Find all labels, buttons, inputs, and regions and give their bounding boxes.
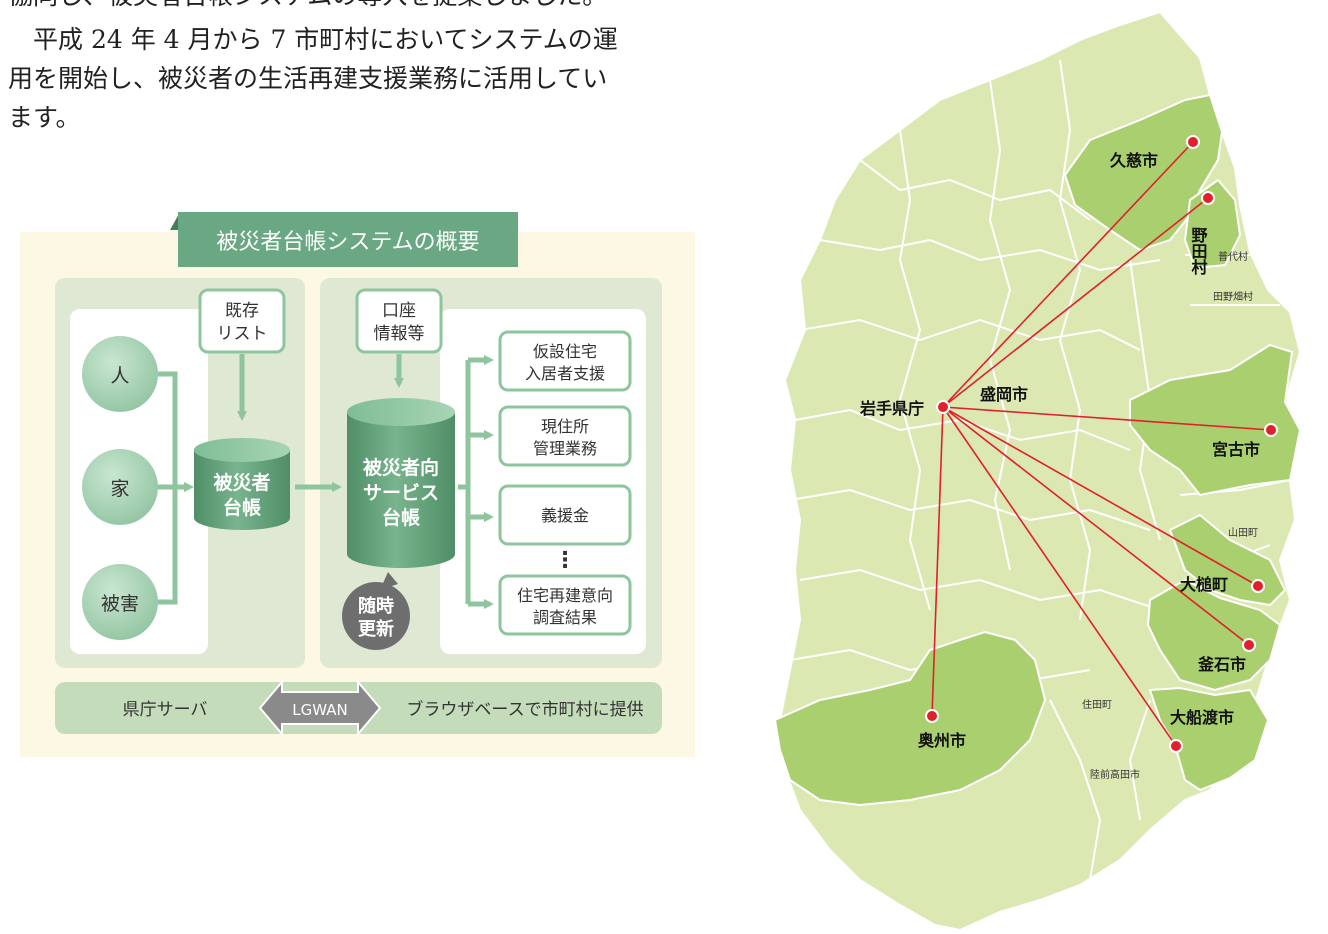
- link-noda: [942, 197, 1209, 408]
- region-oshu: [773, 630, 1047, 807]
- service-ledger-db: 被災者向 サービス 台帳: [347, 398, 455, 568]
- marker-noda: [1201, 191, 1215, 205]
- intro-paragraph: 協同し、被災者台帳システムの導入を提案しました。 平成 24 年 4 月から 7…: [8, 0, 708, 137]
- lgwan-label: LGWAN: [292, 701, 347, 719]
- input-damage-label: 被害: [101, 593, 139, 615]
- output-donations-label: 義援金: [541, 506, 589, 525]
- existing-list-line1: 既存: [225, 301, 259, 321]
- input-damage: 被害: [82, 564, 158, 640]
- output-bracket: [458, 355, 494, 609]
- map-markers: [925, 135, 1278, 753]
- output-current-address: 現住所 管理業務: [498, 405, 632, 467]
- existing-list-box: 既存 リスト: [198, 288, 286, 354]
- diagram-title: 被災者台帳システムの概要: [216, 230, 479, 255]
- intro-line-2: 用を開始し、被災者の生活再建支援業務に活用してい: [8, 64, 608, 93]
- account-info-line2: 情報等: [374, 324, 425, 344]
- intro-line-cut: 協同し、被災者台帳システムの導入を提案しました。: [8, 0, 607, 15]
- intro-line-1: 平成 24 年 4 月から 7 市町村においてシステムの運: [33, 25, 618, 54]
- link-otsuchi: [942, 406, 1259, 587]
- service-ledger-line2: サービス: [363, 482, 439, 504]
- input-bracket: [158, 371, 194, 605]
- marker-oshu: [925, 709, 939, 723]
- diagram-title-tab: [178, 212, 518, 267]
- victim-ledger-db: 被災者 台帳: [194, 438, 290, 530]
- account-info-box: 口座 情報等: [355, 288, 443, 354]
- output-temporary-housing: 仮設住宅 入居者支援: [498, 330, 632, 392]
- network-links: [931, 141, 1272, 747]
- iwate-map: 岩手県庁 盛岡市 久慈市 宮古市 大槌町 釜石市 大船渡市 奥州市 野田村 普代…: [773, 10, 1302, 932]
- prefecture-server-label: 県庁サーバ: [123, 700, 208, 720]
- output-temp-housing-line2: 入居者支援: [525, 364, 605, 383]
- output-ellipsis: ⋮: [554, 548, 576, 573]
- link-kuji: [942, 141, 1194, 408]
- region-noda: [1183, 178, 1242, 270]
- output-survey-line1: 住宅再建意向: [517, 586, 613, 605]
- link-miyako: [942, 406, 1272, 431]
- link-kamaishi: [942, 406, 1250, 646]
- output-current-address-line2: 管理業務: [533, 439, 597, 458]
- update-badge-line2: 更新: [358, 618, 394, 640]
- update-badge-line1: 随時: [358, 595, 394, 617]
- marker-miyako: [1264, 423, 1278, 437]
- output-column: [440, 309, 646, 654]
- input-house: 家: [82, 449, 158, 525]
- link-oshu: [931, 406, 944, 717]
- marker-kamaishi: [1242, 638, 1256, 652]
- marker-prefectural-office: [936, 400, 950, 414]
- output-survey-line2: 調査結果: [533, 608, 597, 627]
- label-yamada: 山田町: [1228, 527, 1258, 539]
- input-house-label: 家: [110, 478, 129, 500]
- output-temp-housing-line1: 仮設住宅: [533, 342, 597, 361]
- label-kuji: 久慈市: [1110, 151, 1158, 170]
- marker-otsuchi: [1251, 579, 1265, 593]
- label-kamaishi: 釜石市: [1197, 655, 1246, 674]
- label-rikuzentakata: 陸前高田市: [1090, 768, 1140, 781]
- label-fudai: 普代村: [1218, 250, 1248, 263]
- service-ledger-line3: 台帳: [382, 506, 420, 529]
- lgwan-arrow: LGWAN: [258, 679, 382, 737]
- label-tanohata: 田野畑村: [1213, 290, 1253, 303]
- label-otsuchi: 大槌町: [1180, 575, 1228, 594]
- label-miyako: 宮古市: [1212, 440, 1260, 459]
- update-badge: 随時 更新: [342, 572, 410, 650]
- intro-line-3: ます。: [8, 103, 81, 132]
- output-donations: 義援金: [498, 484, 632, 546]
- label-ofunato: 大船渡市: [1170, 708, 1234, 727]
- output-reconstruction-survey: 住宅再建意向 調査結果: [498, 574, 632, 636]
- system-overview-diagram: 被災者台帳システムの概要 人 家 被害 既存 リスト 被災者 台帳: [20, 212, 695, 757]
- existing-list-line2: リスト: [217, 324, 268, 344]
- marker-ofunato: [1169, 739, 1183, 753]
- label-prefectural-office: 岩手県庁: [859, 399, 924, 418]
- browser-provide-label: ブラウザベースで市町村に提供: [406, 699, 643, 720]
- region-miyako: [1129, 343, 1302, 497]
- region-kamaishi: [1146, 578, 1282, 692]
- output-current-address-line1: 現住所: [541, 417, 589, 436]
- marker-kuji: [1186, 135, 1200, 149]
- label-sumita: 住田町: [1082, 698, 1112, 711]
- label-oshu: 奥州市: [918, 731, 966, 750]
- label-morioka: 盛岡市: [980, 385, 1028, 404]
- label-noda: 野田村: [1189, 227, 1208, 276]
- input-person-label: 人: [110, 365, 129, 387]
- victim-ledger-line2: 台帳: [223, 496, 261, 519]
- victim-ledger-line1: 被災者: [213, 471, 270, 494]
- link-ofunato: [942, 406, 1177, 747]
- service-ledger-line1: 被災者向: [363, 456, 439, 479]
- account-info-line1: 口座: [382, 301, 416, 321]
- input-person: 人: [82, 336, 158, 412]
